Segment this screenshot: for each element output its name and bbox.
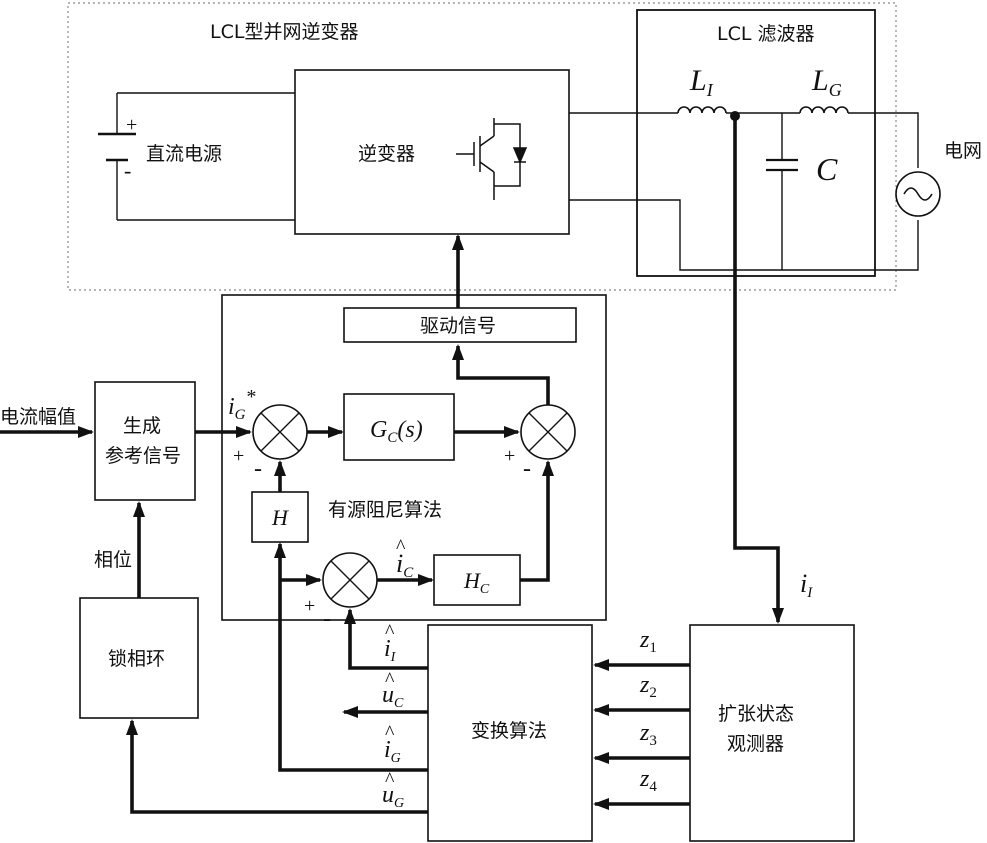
igbt-icon: [456, 118, 528, 200]
sum-junction-3: [322, 552, 378, 608]
ic-hat-label: iC: [396, 549, 414, 581]
svg-text:-: -: [254, 456, 262, 482]
capacitor-label: C: [816, 151, 838, 187]
inductor-lg-icon: [799, 106, 849, 114]
inductor-lg-label: LG: [811, 64, 842, 100]
sum-junction-2: [520, 404, 576, 460]
reference-line1: 生成: [123, 415, 161, 437]
dc-source-label: 直流电源: [146, 143, 222, 165]
t-ig-hat-label: iG: [384, 737, 401, 766]
svg-text:^: ^: [385, 621, 395, 643]
h-block: [251, 491, 309, 543]
gc-block: [343, 393, 455, 461]
ig-hat-feedback: [274, 542, 428, 772]
damping-frame: [221, 294, 607, 621]
amplitude-input-label: 电流幅值: [0, 406, 76, 428]
inductor-li-label: LI: [689, 64, 714, 100]
inverter-label: 逆变器: [358, 143, 415, 165]
dc-source: + - 直流电源: [98, 92, 295, 221]
observer-block: [689, 624, 855, 842]
ii-measure-label: iI: [800, 569, 813, 601]
dc-source-minus: -: [124, 158, 131, 183]
gc-label: GC(s): [370, 417, 423, 446]
z3-label: z3: [639, 720, 657, 749]
dc-source-plus: +: [126, 114, 137, 136]
drive-signal-label: 驱动信号: [420, 315, 496, 337]
z4-label: z4: [639, 766, 657, 795]
hc-label: HC: [463, 568, 490, 597]
reference-generator-block: [94, 381, 196, 501]
ii-hat-feedback: [344, 608, 428, 670]
t-ug-hat-label: uG: [382, 782, 404, 811]
t-ii-hat-label: iI: [384, 636, 397, 665]
svg-text:-: -: [323, 606, 331, 632]
svg-text:+: +: [304, 595, 315, 617]
sum-junction-1: [252, 404, 308, 460]
reference-line2: 参考信号: [105, 445, 181, 467]
transform-label: 变换算法: [471, 720, 547, 742]
grid-source-icon: [895, 171, 941, 217]
svg-text:+: +: [233, 445, 244, 467]
observer-line2: 观测器: [727, 733, 784, 755]
inverter-block: [294, 69, 570, 235]
ii-measure-to-observer: [733, 116, 784, 624]
svg-text:^: ^: [385, 722, 395, 744]
inverter-region-frame: [67, 2, 897, 291]
lcl-filter-frame: [636, 9, 876, 277]
ig-ref-label: iG*: [228, 386, 256, 423]
sum2-to-drive: [452, 344, 550, 405]
observer-line1: 扩张状态: [718, 703, 794, 725]
inductor-li-icon: [677, 106, 727, 114]
svg-text:^: ^: [385, 669, 395, 691]
svg-text:-: -: [523, 456, 531, 482]
z2-label: z2: [639, 672, 657, 701]
svg-text:+: +: [504, 445, 515, 467]
drive-signal-block: [343, 307, 577, 343]
grid-label: 电网: [944, 140, 982, 162]
svg-text:^: ^: [385, 769, 395, 791]
phase-label: 相位: [94, 549, 132, 571]
svg-text:^: ^: [396, 536, 406, 558]
damping-title: 有源阻尼算法: [328, 499, 442, 521]
lcl-filter-title: LCL 滤波器: [717, 23, 814, 45]
h-label: H: [271, 505, 289, 530]
pll-block: [79, 597, 199, 719]
ug-hat-to-pll: [126, 719, 428, 814]
pll-label: 锁相环: [108, 648, 165, 670]
transform-block: [427, 624, 593, 842]
capacitor-icon: [766, 113, 798, 270]
inverter-region-title: LCL型并网逆变器: [210, 21, 358, 43]
z1-label: z1: [639, 627, 657, 656]
t-uc-hat-label: uC: [382, 682, 404, 711]
